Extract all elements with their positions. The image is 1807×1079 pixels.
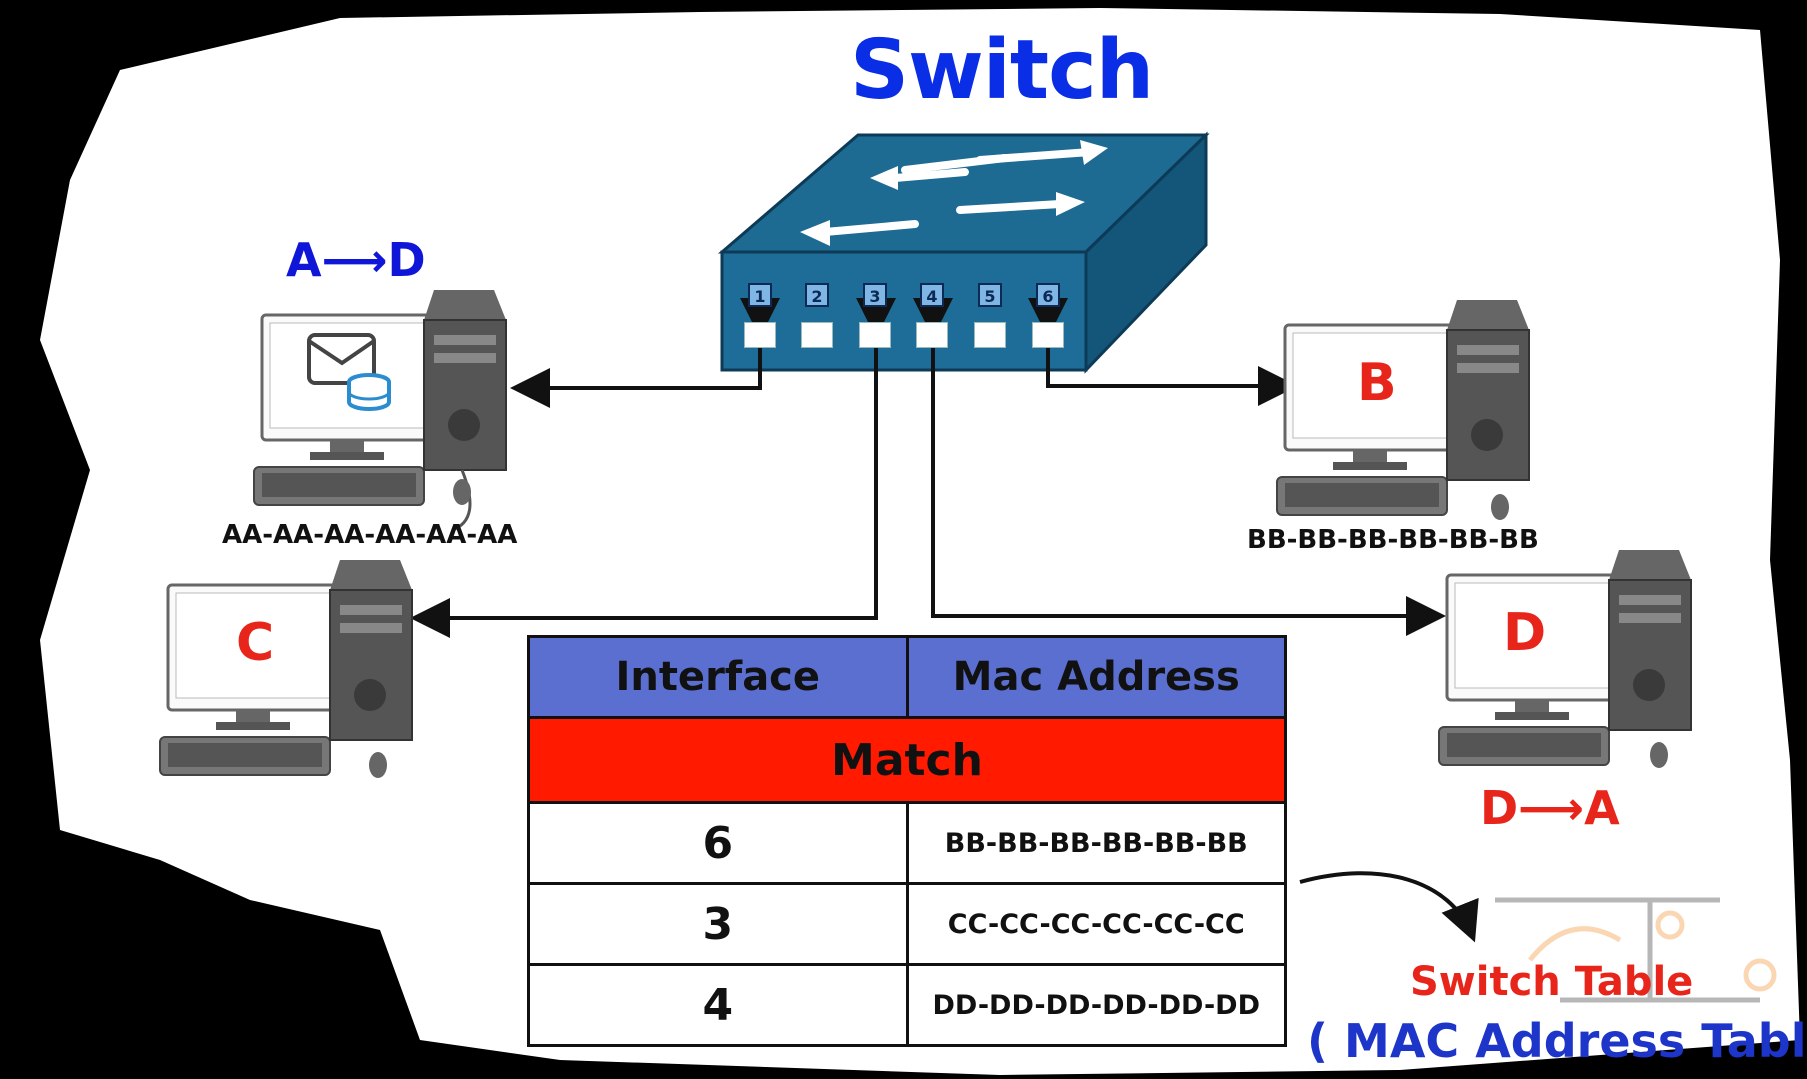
port-socket-6 <box>1032 322 1064 348</box>
table-header-row: Interface Mac Address <box>527 635 1287 719</box>
computer-b <box>1276 300 1530 520</box>
mac-cell: DD-DD-DD-DD-DD-DD <box>905 963 1287 1047</box>
mac-address-table: Interface Mac Address Match 6 BB-BB-BB-B… <box>527 635 1287 1047</box>
header-interface: Interface <box>527 635 909 719</box>
computer-d <box>1438 550 1692 768</box>
watermark-logo <box>1495 897 1777 1003</box>
port-socket-5 <box>974 322 1006 348</box>
port-label-2: 2 <box>805 283 829 307</box>
table-row: 3 CC-CC-CC-CC-CC-CC <box>527 882 1287 966</box>
port-socket-3 <box>859 322 891 348</box>
interface-cell: 4 <box>527 963 909 1047</box>
computer-c <box>159 560 413 778</box>
host-a-mac: AA-AA-AA-AA-AA-AA <box>222 520 518 550</box>
host-d-label: D <box>1503 603 1547 663</box>
port-socket-4 <box>916 322 948 348</box>
tower-a <box>423 290 507 471</box>
table-row: 6 BB-BB-BB-BB-BB-BB <box>527 801 1287 885</box>
link-port4-host-d <box>913 298 1446 636</box>
port-label-1: 1 <box>748 283 772 307</box>
port-label-6: 6 <box>1036 283 1060 307</box>
host-c-label: C <box>236 613 275 673</box>
port-socket-1 <box>744 322 776 348</box>
header-mac-address: Mac Address <box>905 635 1287 719</box>
port-label-4: 4 <box>920 283 944 307</box>
port-label-3: 3 <box>863 283 887 307</box>
table-row: 4 DD-DD-DD-DD-DD-DD <box>527 963 1287 1047</box>
table-callout-arrow <box>1299 871 1479 943</box>
host-b-label: B <box>1357 353 1397 413</box>
match-label: Match <box>527 716 1287 804</box>
computer-a <box>253 290 507 532</box>
diagram-title: Switch <box>850 23 1154 118</box>
host-b-mac: BB-BB-BB-BB-BB-BB <box>1247 525 1539 555</box>
mac-cell: BB-BB-BB-BB-BB-BB <box>905 801 1287 885</box>
mac-address-table-caption: ( MAC Address Table ) <box>1307 1014 1807 1068</box>
interface-cell: 3 <box>527 882 909 966</box>
link-port3-host-c <box>410 298 896 638</box>
interface-cell: 6 <box>527 801 909 885</box>
switch-front <box>720 250 1088 372</box>
connections <box>410 298 1479 943</box>
switch-arrows <box>800 140 1108 246</box>
port-label-5: 5 <box>978 283 1002 307</box>
mac-cell: CC-CC-CC-CC-CC-CC <box>905 882 1287 966</box>
flow-d-to-a: D⟶A <box>1480 781 1620 835</box>
switch-table-caption: Switch Table <box>1410 959 1694 1005</box>
link-port6-host-b <box>1028 298 1298 406</box>
match-row: Match <box>527 716 1287 804</box>
flow-a-to-d: A⟶D <box>286 233 426 287</box>
port-socket-2 <box>801 322 833 348</box>
email-database-icon <box>307 333 391 411</box>
